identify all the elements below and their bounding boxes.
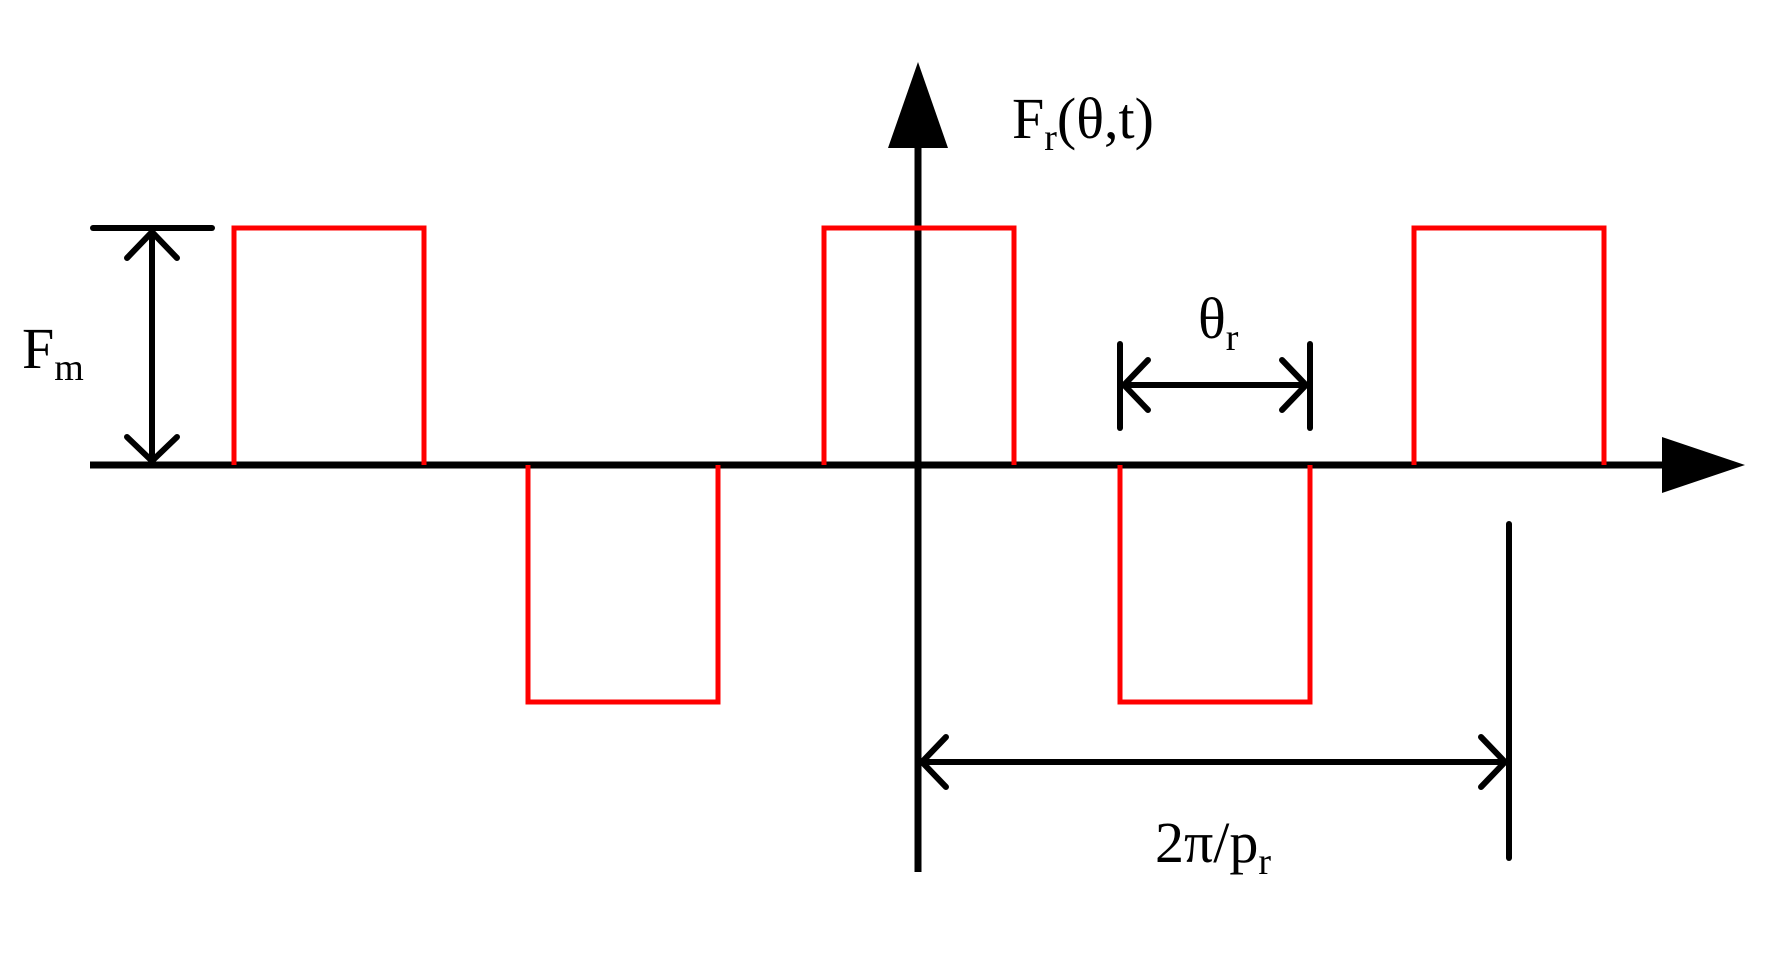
period-label: 2π/pr xyxy=(1155,810,1271,883)
positive-pulse-1 xyxy=(231,225,427,465)
period-arrow-right xyxy=(1478,734,1510,790)
x-axis xyxy=(90,437,1745,493)
amplitude-dimension xyxy=(90,225,215,466)
y-axis xyxy=(888,62,948,872)
pulse-width-label: θr xyxy=(1198,286,1239,359)
pulse-width-arrow-left xyxy=(1119,357,1151,413)
waveform xyxy=(231,225,1607,705)
amplitude-label-subscript: m xyxy=(54,347,84,389)
period-label-subscript: r xyxy=(1258,841,1271,883)
pulse-width-dimension xyxy=(1117,341,1313,431)
positive-pulse-3 xyxy=(1411,225,1607,465)
amplitude-arrow-up xyxy=(124,227,180,261)
pulse-width-arrow-right xyxy=(1279,357,1311,413)
y-axis-label-args: (θ,t) xyxy=(1057,86,1154,151)
positive-pulse-2 xyxy=(821,225,1017,465)
amplitude-arrow-down xyxy=(124,434,180,466)
period-dimension xyxy=(917,521,1512,861)
y-axis-label-subscript: r xyxy=(1044,117,1057,159)
amplitude-label-main: F xyxy=(22,316,54,381)
pulse-width-label-subscript: r xyxy=(1226,317,1239,359)
period-label-main: 2π/p xyxy=(1155,810,1258,875)
y-axis-label: Fr(θ,t) xyxy=(1012,86,1154,159)
negative-pulse-1 xyxy=(525,465,721,705)
period-arrow-left xyxy=(917,734,949,790)
y-axis-label-main: F xyxy=(1012,86,1044,151)
y-axis-arrowhead xyxy=(888,62,948,148)
negative-pulse-2 xyxy=(1117,465,1313,705)
amplitude-label: Fm xyxy=(22,316,84,389)
x-axis-arrowhead xyxy=(1662,437,1745,493)
pulse-width-label-main: θ xyxy=(1198,286,1226,351)
